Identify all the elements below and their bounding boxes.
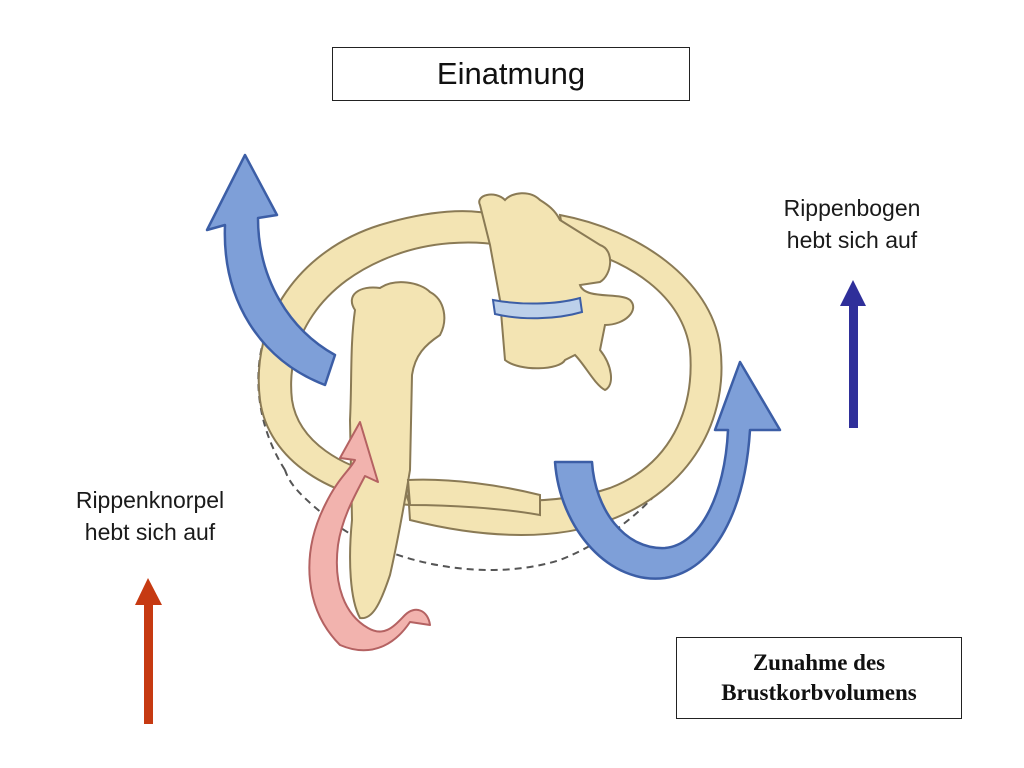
result-line2: Brustkorbvolumens <box>721 680 917 705</box>
title-box: Einatmung <box>332 47 690 101</box>
pink-curved-arrow <box>308 421 431 652</box>
rib-cartilage <box>406 478 541 517</box>
blue-up-arrow-icon <box>840 280 866 428</box>
rib-cartilage-label-line2: hebt sich auf <box>84 519 216 546</box>
vertebra <box>478 192 635 392</box>
rib-cartilage-label-line1: Rippenknorpel <box>75 487 225 513</box>
red-up-arrow-icon <box>135 578 162 724</box>
sternum <box>348 281 446 620</box>
diagram-title: Einatmung <box>436 56 586 91</box>
result-line1: Zunahme des <box>752 650 886 676</box>
rib-arch-label-line1: Rippenbogen <box>783 195 921 221</box>
rib-ring <box>257 210 502 507</box>
rib-arch-label: Rippenbogen hebt sich auf <box>752 192 952 256</box>
blue-curved-arrow-left <box>205 153 337 387</box>
rib-cartilage-label: Rippenknorpel hebt sich auf <box>45 484 255 548</box>
rib-arch-label-line2: hebt sich auf <box>786 227 918 254</box>
result-box: Zunahme des Brustkorbvolumens <box>676 637 962 719</box>
blue-curved-arrow-right <box>553 360 782 580</box>
